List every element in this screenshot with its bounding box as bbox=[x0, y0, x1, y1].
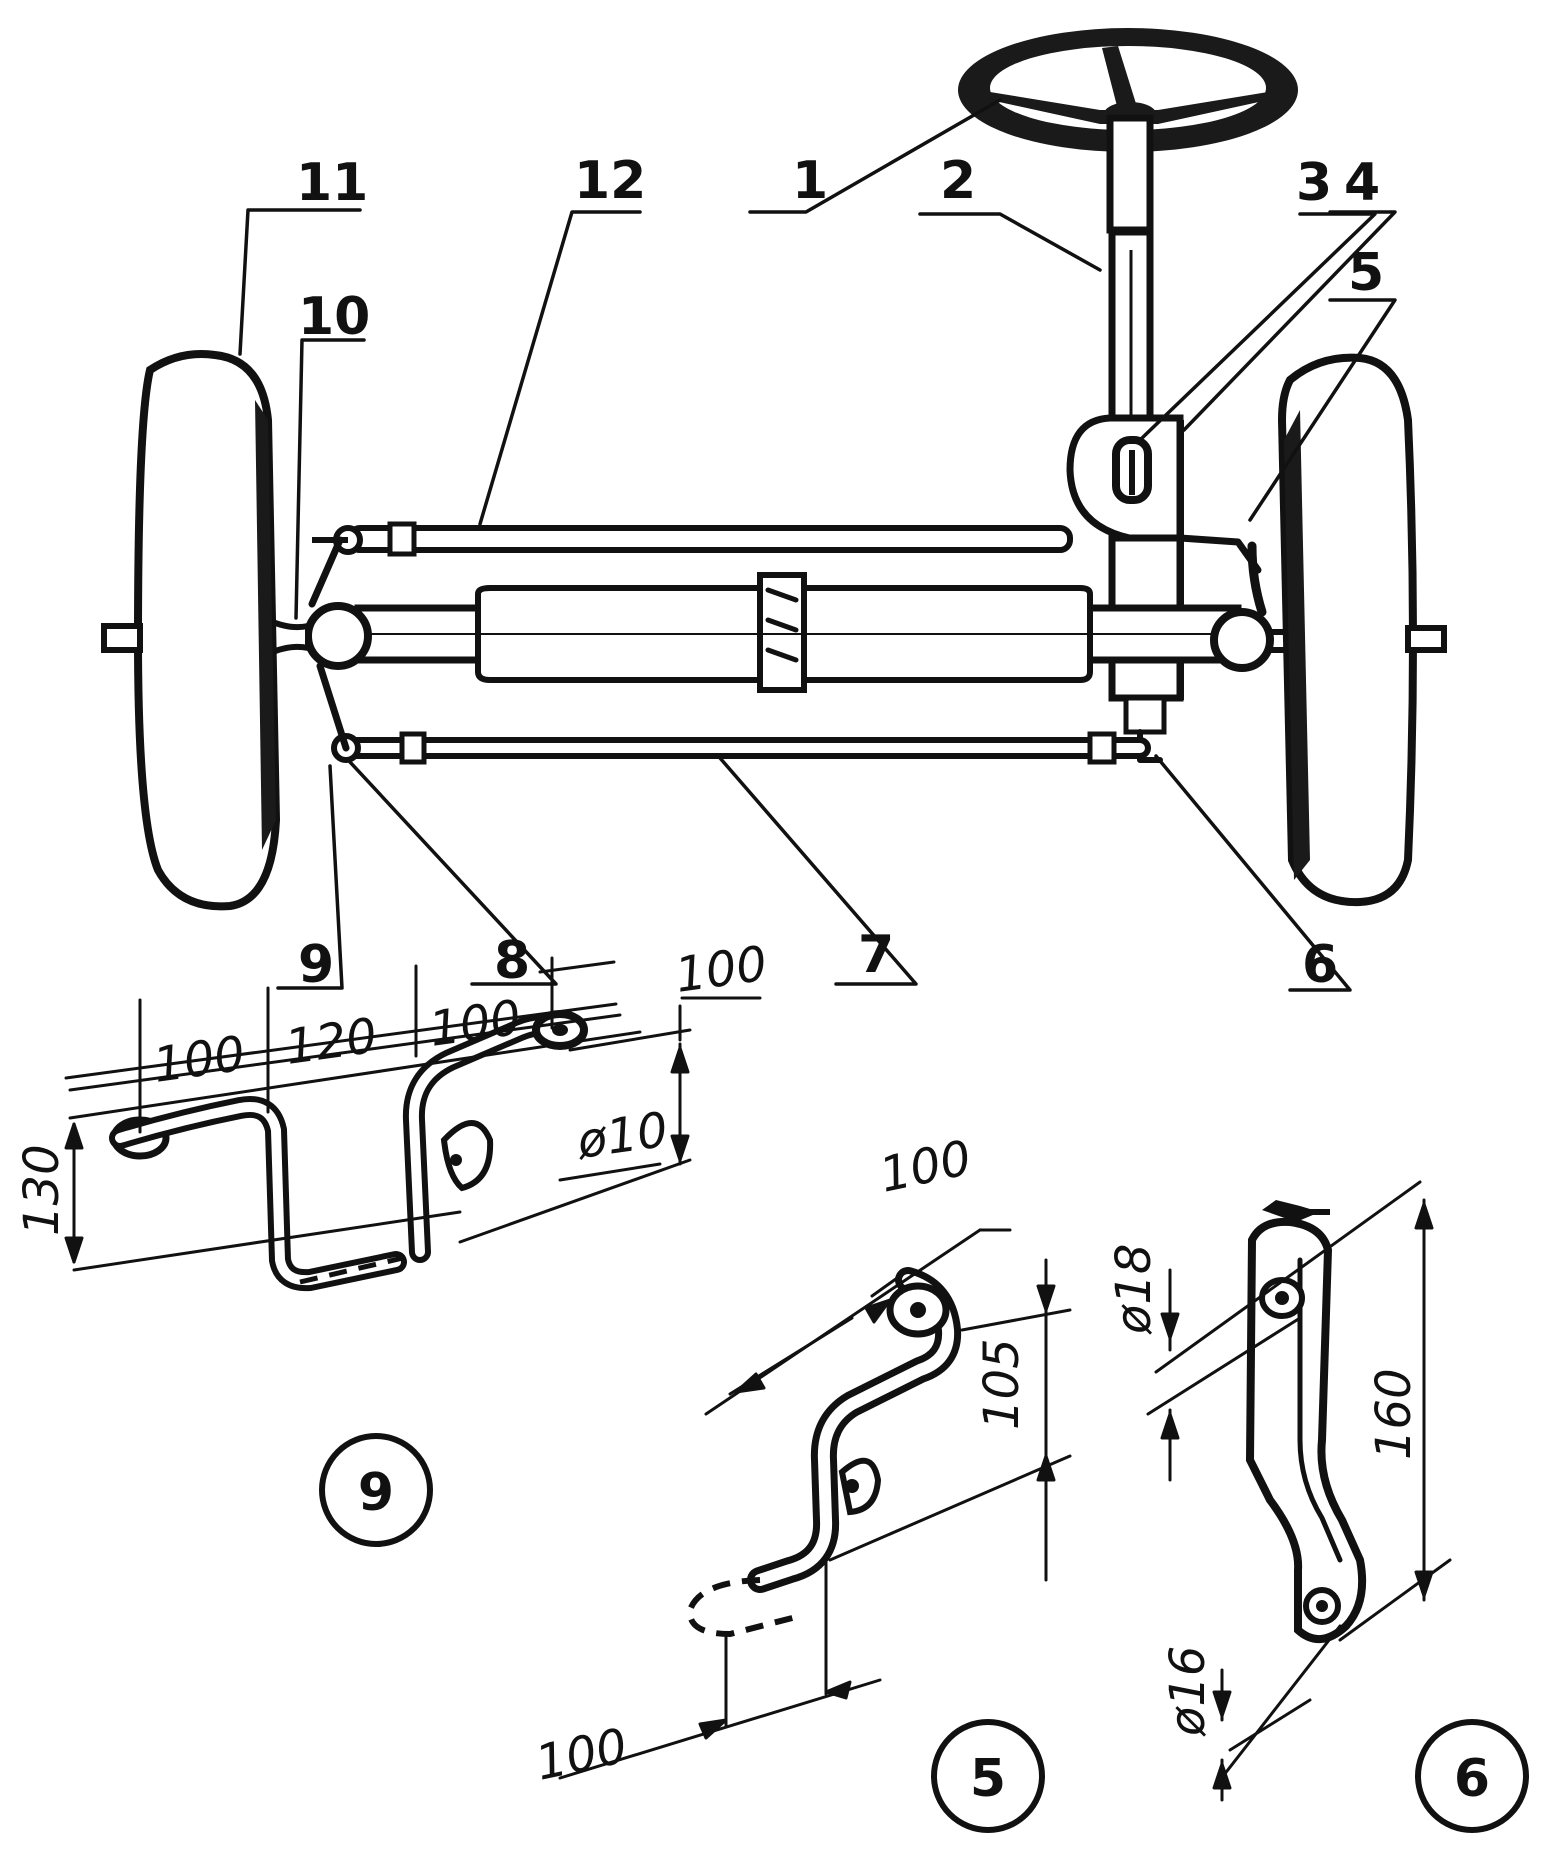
steering-wheel bbox=[958, 28, 1298, 152]
part-9-dim-100c: 100 bbox=[672, 936, 771, 1004]
right-wheel bbox=[1277, 353, 1447, 907]
detail-part-9: 100 120 100 100 ø10 130 9 bbox=[14, 936, 771, 1547]
leader-lines bbox=[238, 98, 1397, 992]
callout-9: 9 bbox=[298, 935, 334, 995]
lower-tie-rod bbox=[331, 731, 1151, 765]
svg-text:5: 5 bbox=[970, 1749, 1006, 1809]
callout-8: 8 bbox=[494, 931, 530, 991]
right-steering-knuckle bbox=[1210, 541, 1293, 672]
part-9-dim-diameter: ø10 bbox=[573, 1102, 671, 1170]
callout-3: 3 bbox=[1296, 153, 1332, 213]
part-9-dimensions bbox=[64, 956, 762, 1272]
callout-10: 10 bbox=[298, 287, 370, 347]
part-9-dim-100a: 100 bbox=[150, 1026, 249, 1094]
callout-7: 7 bbox=[858, 925, 894, 985]
callout-11: 11 bbox=[296, 153, 368, 213]
part-9-dim-120: 120 bbox=[282, 1008, 381, 1076]
detail-part-5: 100 105 100 5 bbox=[531, 1130, 1072, 1833]
part-5-dim-105: 105 bbox=[974, 1338, 1030, 1430]
part-6-dim-diameter-18: ø18 bbox=[1106, 1244, 1162, 1335]
part-6-dim-160: 160 bbox=[1366, 1368, 1422, 1460]
callout-2: 2 bbox=[940, 151, 976, 211]
svg-text:6: 6 bbox=[1454, 1749, 1490, 1809]
callout-5: 5 bbox=[1348, 243, 1384, 303]
steering-column bbox=[1106, 114, 1154, 436]
part-9-dim-130: 130 bbox=[14, 1144, 70, 1236]
part-9-dim-100b: 100 bbox=[426, 990, 525, 1058]
steering-assembly: 1 2 3 4 5 6 7 8 9 10 11 12 bbox=[101, 28, 1447, 995]
part-5-shape bbox=[686, 1267, 962, 1638]
part-5-dim-100b: 100 bbox=[531, 1718, 632, 1792]
detail-marker-9: 9 bbox=[319, 1433, 433, 1547]
callout-1: 1 bbox=[792, 151, 828, 211]
upper-tie-rod bbox=[312, 521, 1262, 574]
detail-marker-6: 6 bbox=[1415, 1719, 1529, 1833]
detail-marker-5: 5 bbox=[931, 1719, 1045, 1833]
svg-text:9: 9 bbox=[358, 1463, 394, 1523]
part-5-dimensions bbox=[558, 1228, 1072, 1780]
callout-numbers: 1 2 3 4 5 6 7 8 9 10 11 12 bbox=[296, 151, 1384, 995]
callout-6: 6 bbox=[1302, 935, 1338, 995]
left-wheel bbox=[101, 350, 281, 911]
left-steering-knuckle bbox=[265, 536, 372, 752]
front-axle bbox=[354, 572, 1242, 693]
detail-part-6: ø18 160 ø16 6 bbox=[1106, 1180, 1529, 1833]
callout-4: 4 bbox=[1344, 153, 1380, 213]
part-6-shape bbox=[1245, 1200, 1367, 1643]
part-5-dim-100a: 100 bbox=[875, 1130, 976, 1204]
callout-12: 12 bbox=[574, 151, 646, 211]
part-6-dimensions bbox=[1146, 1180, 1452, 1802]
part-6-dim-diameter-16: ø16 bbox=[1160, 1646, 1216, 1737]
